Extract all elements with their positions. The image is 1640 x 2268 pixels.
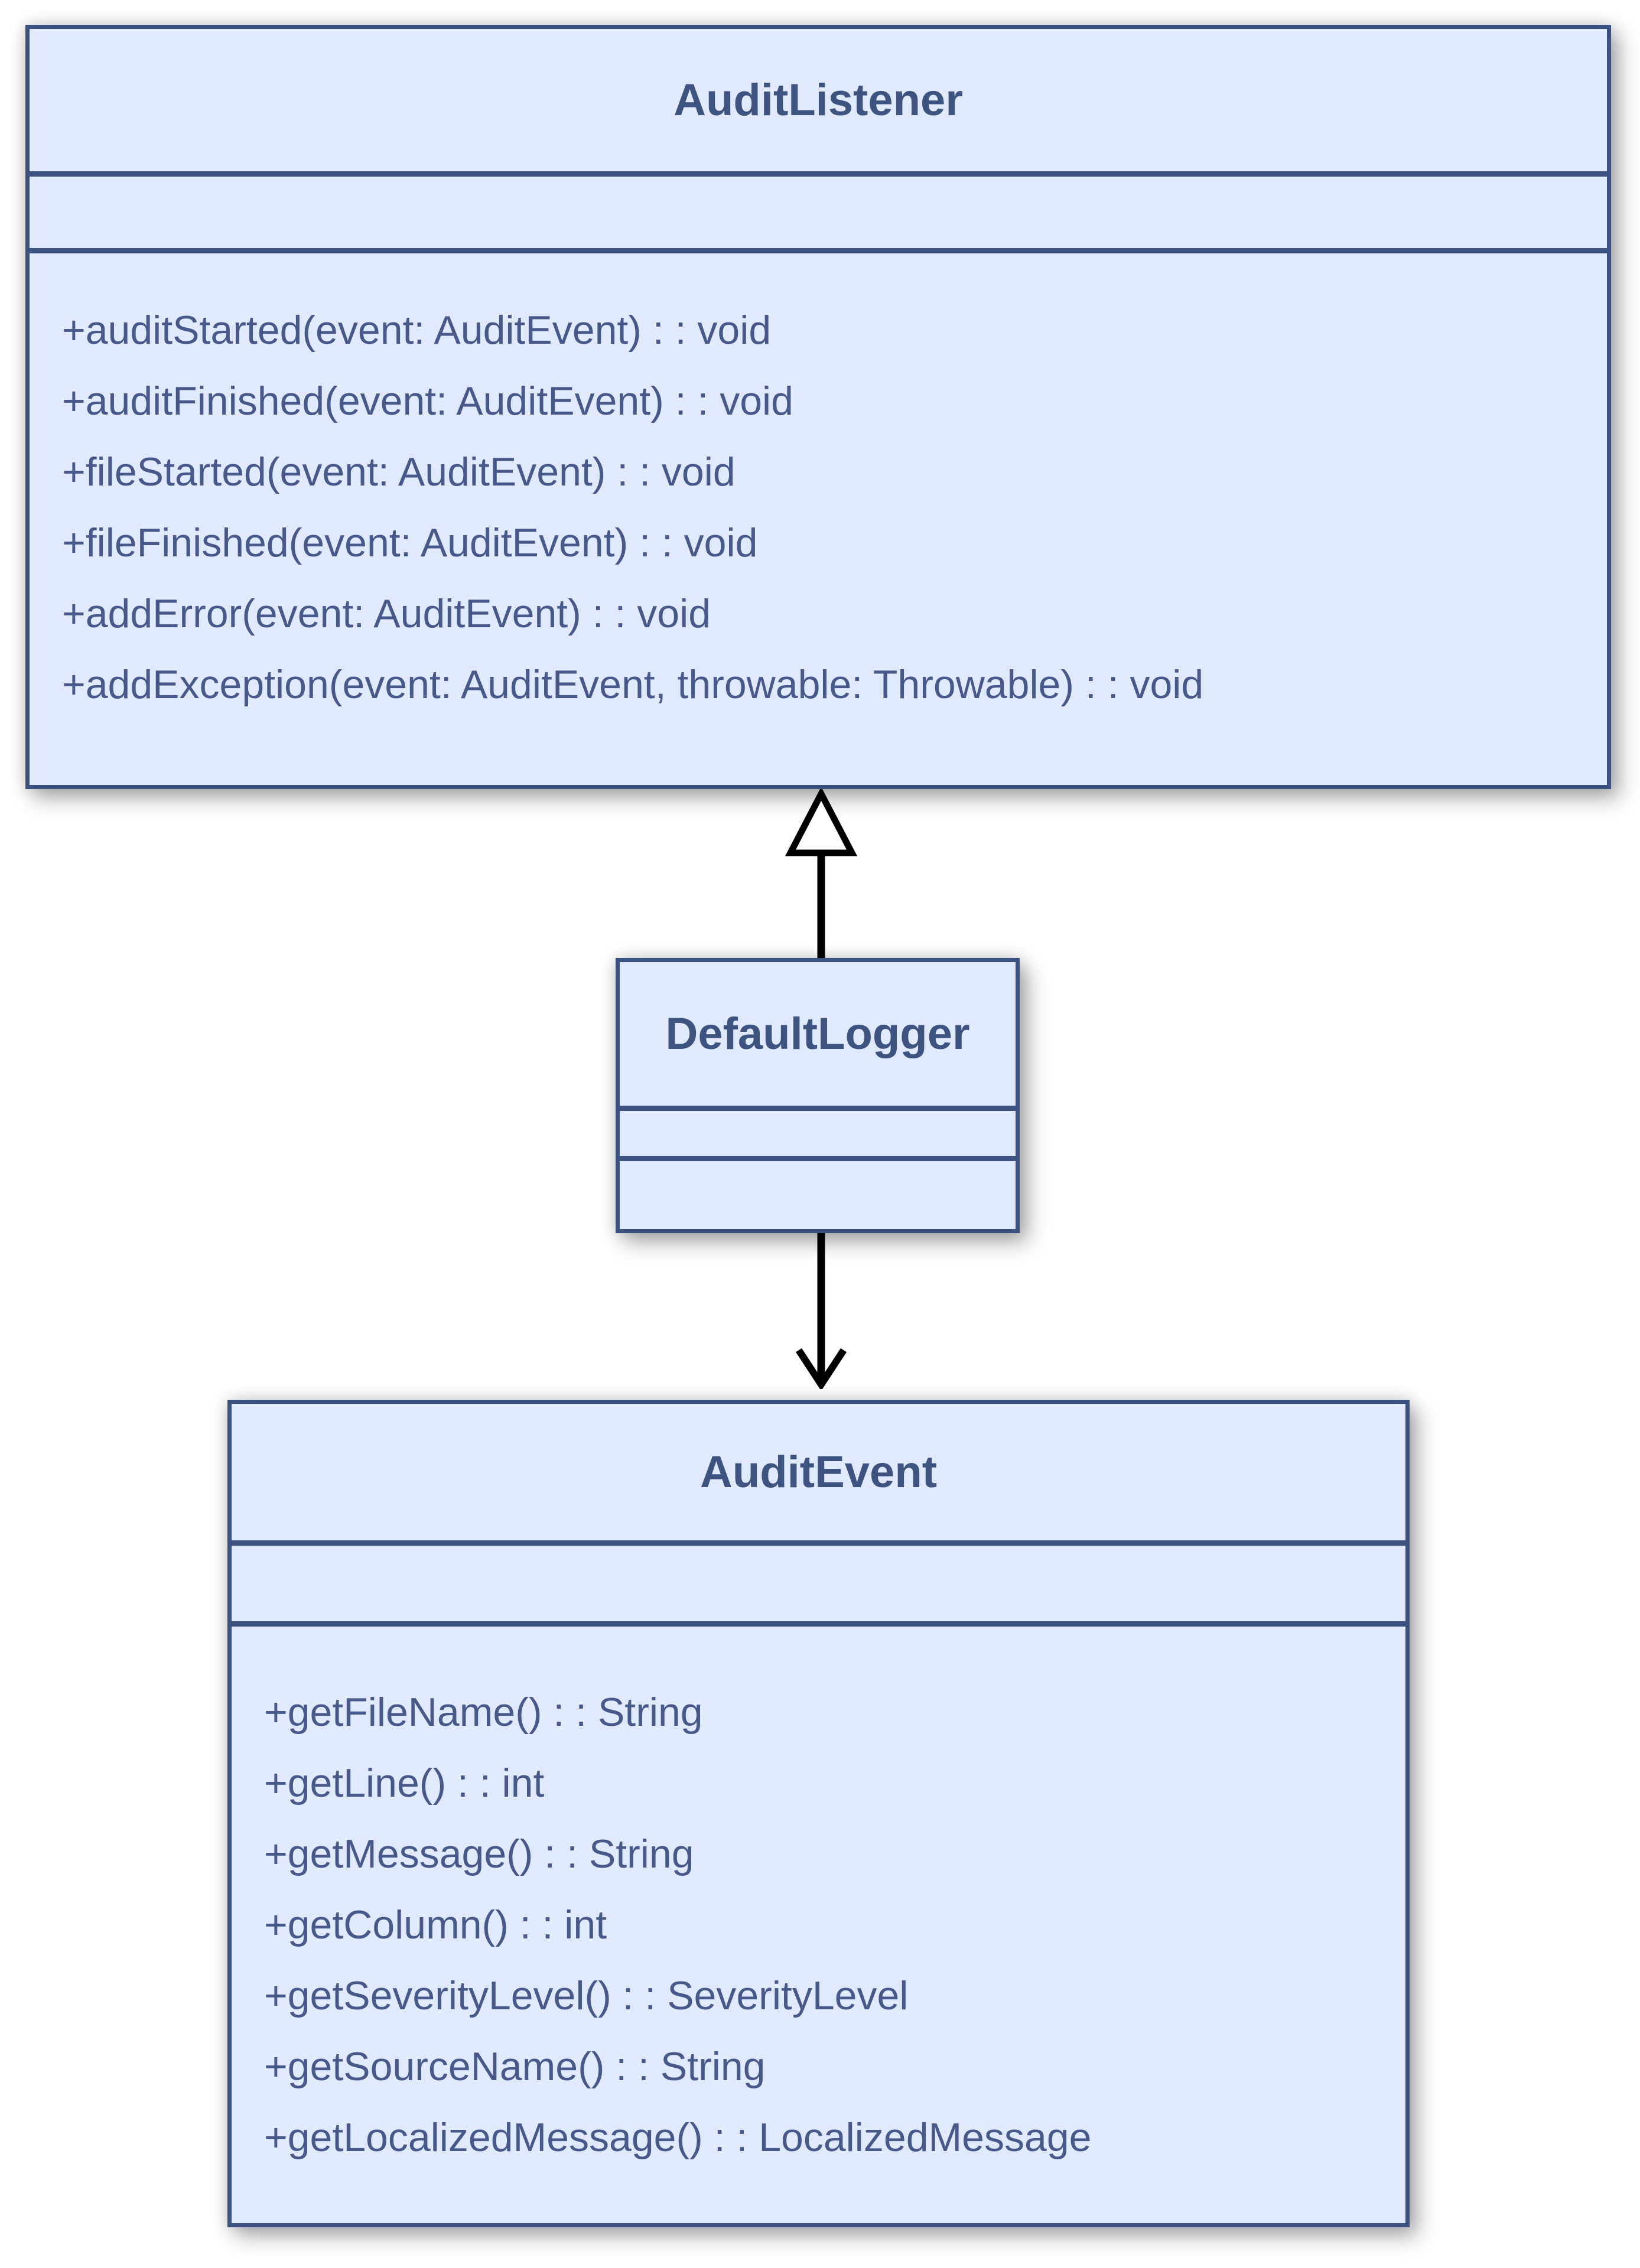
method-text: +getMessage() : : String (264, 1832, 694, 1876)
attributes-compartment-auditevent (232, 1546, 1405, 1627)
attributes-compartment-auditlistener (30, 177, 1607, 253)
realization-arrow-icon (785, 789, 858, 962)
method-text: +getSourceName() : : String (264, 2044, 766, 2089)
methods-compartment-auditevent: +getFileName() : : String +getLine() : : … (232, 1627, 1405, 2223)
class-title-auditevent: AuditEvent (232, 1404, 1405, 1546)
class-box-auditlistener: AuditListener +auditStarted(event: Audit… (25, 25, 1611, 789)
methods-compartment-defaultlogger (620, 1161, 1016, 1229)
method-text: +addException(event: AuditEvent, throwab… (62, 662, 1204, 707)
attributes-compartment-defaultlogger (620, 1111, 1016, 1161)
method-text: +getSeverityLevel() : : SeverityLevel (264, 1973, 909, 2018)
method-text: +fileFinished(event: AuditEvent) : : voi… (62, 520, 758, 565)
class-box-defaultlogger: DefaultLogger (616, 958, 1020, 1233)
class-title-defaultlogger: DefaultLogger (620, 962, 1016, 1111)
method-text: +getFileName() : : String (264, 1690, 703, 1735)
method-text: +auditStarted(event: AuditEvent) : : voi… (62, 308, 772, 353)
method-text: +getColumn() : : int (264, 1902, 607, 1947)
method-text: +auditFinished(event: AuditEvent) : : vo… (62, 379, 793, 423)
method-text: +addError(event: AuditEvent) : : void (62, 591, 711, 636)
class-title-auditlistener: AuditListener (30, 29, 1607, 177)
method-text: +fileStarted(event: AuditEvent) : : void (62, 449, 736, 494)
class-box-auditevent: AuditEvent +getFileName() : : String+get… (227, 1400, 1410, 2227)
method-text: +getLine() : : int (264, 1761, 545, 1806)
methods-compartment-auditlistener: +auditStarted(event: AuditEvent) : : voi… (30, 253, 1607, 785)
association-arrow-icon (795, 1233, 847, 1389)
method-text: +getLocalizedMessage() : : LocalizedMess… (264, 2115, 1092, 2160)
